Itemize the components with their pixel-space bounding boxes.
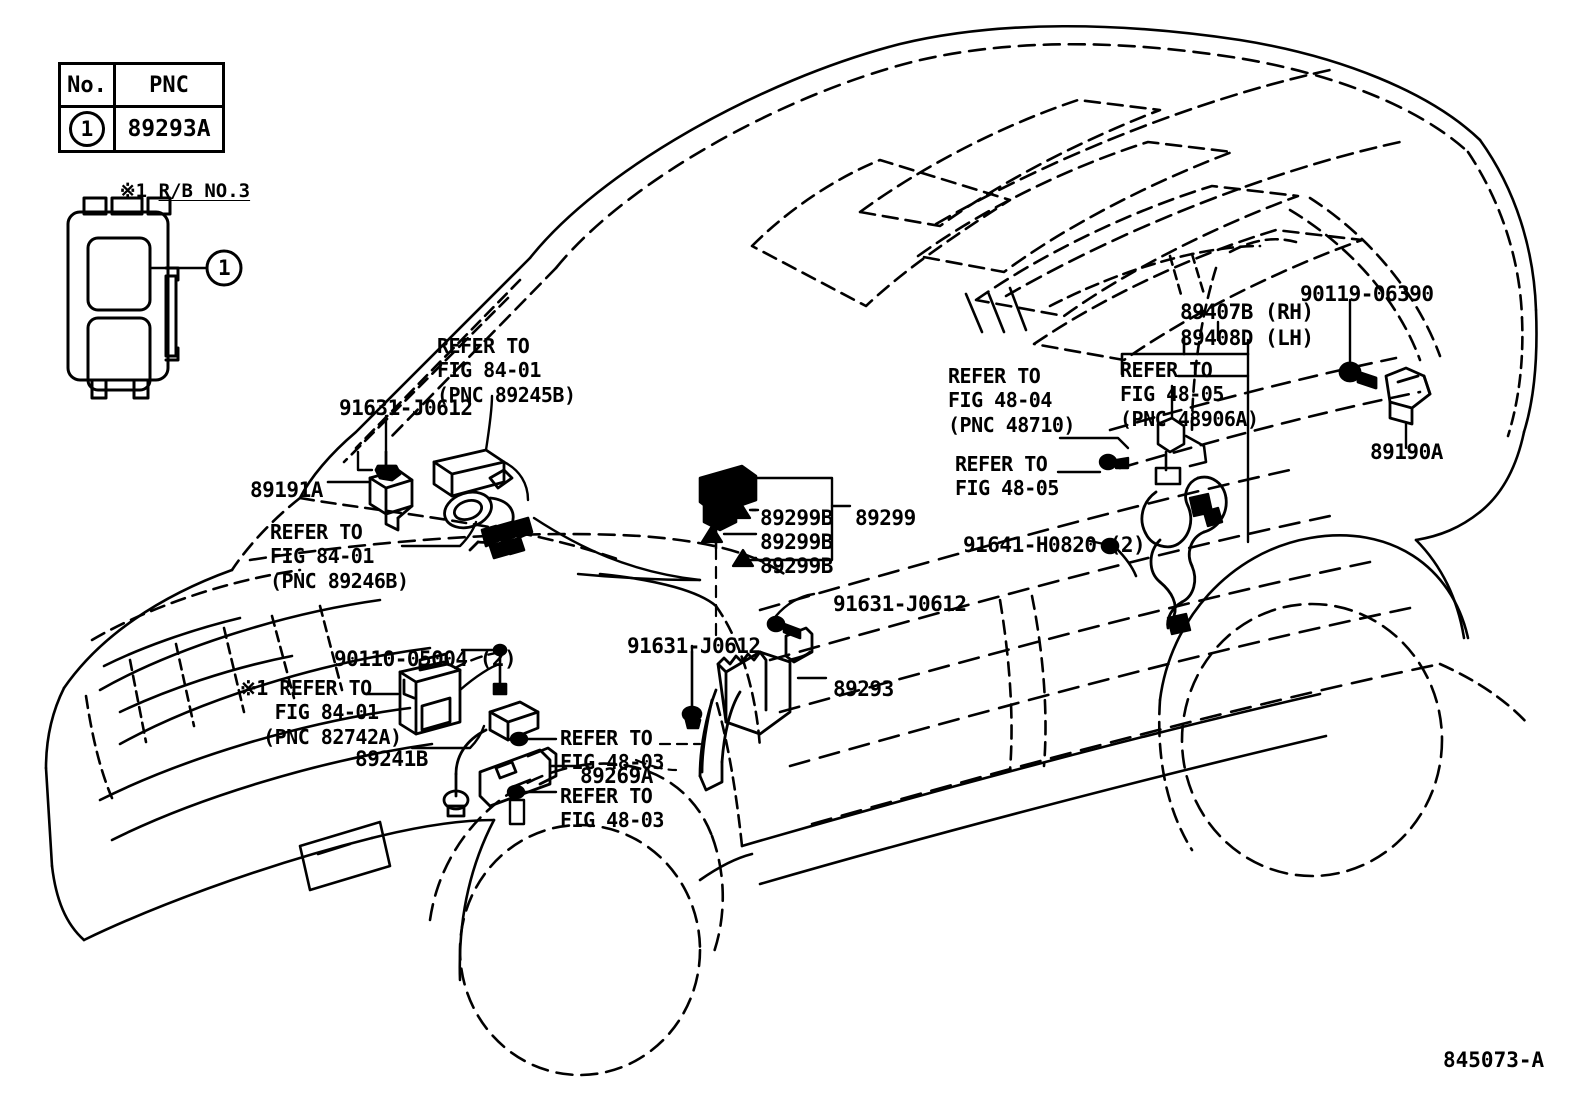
label-refer-fig48-03-bottom: REFER TO FIG 48-03 [560, 784, 664, 833]
label-refer-fig84-01-89246b: REFER TO FIG 84-01 (PNC 89246B) [270, 520, 409, 593]
label-refer-fig48-03-top: REFER TO FIG 48-03 [560, 726, 664, 775]
label-89299b-1: 89299B [760, 506, 833, 530]
rb-no3-note: ※1 R/B NO.3 [74, 158, 250, 224]
label-91631-j0612-ecu-top: 91631-J0612 [833, 592, 967, 616]
label-89293: 89293 [833, 677, 894, 701]
label-91631-j0612-ecu-left: 91631-J0612 [627, 634, 761, 658]
table-header-row: No. PNC [58, 62, 225, 108]
label-89407b-89408d: 89407B (RH) 89408D (LH) [1180, 300, 1314, 350]
label-91641-h0820: 91641-H0820 (2) [963, 533, 1146, 557]
label-89299b-2: 89299B [760, 530, 833, 554]
legend-header-no: No. [58, 62, 116, 108]
label-90119-06390: 90119-06390 [1300, 282, 1434, 306]
label-91631-j0612-left: 91631-J0612 [339, 396, 473, 420]
figure-code: 845073-A [1443, 1048, 1545, 1072]
legend-header-pnc: PNC [113, 62, 225, 108]
label-89190a: 89190A [1370, 440, 1443, 464]
label-refer-fig84-01-89245b: REFER TO FIG 84-01 (PNC 89245B) [437, 334, 576, 407]
table-row: 1 89293A [58, 105, 225, 153]
label-89299b-3: 89299B [760, 554, 833, 578]
balloon-1-label: 1 [218, 256, 231, 280]
pnc-legend-table: No. PNC 1 89293A [58, 62, 225, 153]
label-refer-fig48-04-48710: REFER TO FIG 48-04 (PNC 48710) [948, 364, 1075, 437]
label-90110-05004: 90110-05004 (2) [334, 647, 517, 671]
label-refer-fig48-05-b: REFER TO FIG 48-05 [955, 452, 1059, 501]
legend-cell-no: 1 [58, 105, 116, 153]
label-refer-fig48-05-48906a: REFER TO FIG 48-05 (PNC 48906A) [1120, 358, 1259, 431]
legend-cell-pnc: 89293A [113, 105, 225, 153]
label-refer-fig84-01-82742a: ※1 REFER TO FIG 84-01 (PNC 82742A) [240, 676, 402, 749]
rb-no3-text: R/B NO.3 [158, 180, 251, 202]
rb-no3-asterisk: ※1 [119, 180, 159, 202]
label-89269a: 89269A [580, 764, 653, 788]
label-89241b: 89241B [355, 747, 428, 771]
label-89191a: 89191A [250, 478, 323, 502]
label-89299: 89299 [855, 506, 916, 530]
balloon-number-1: 1 [69, 111, 105, 147]
